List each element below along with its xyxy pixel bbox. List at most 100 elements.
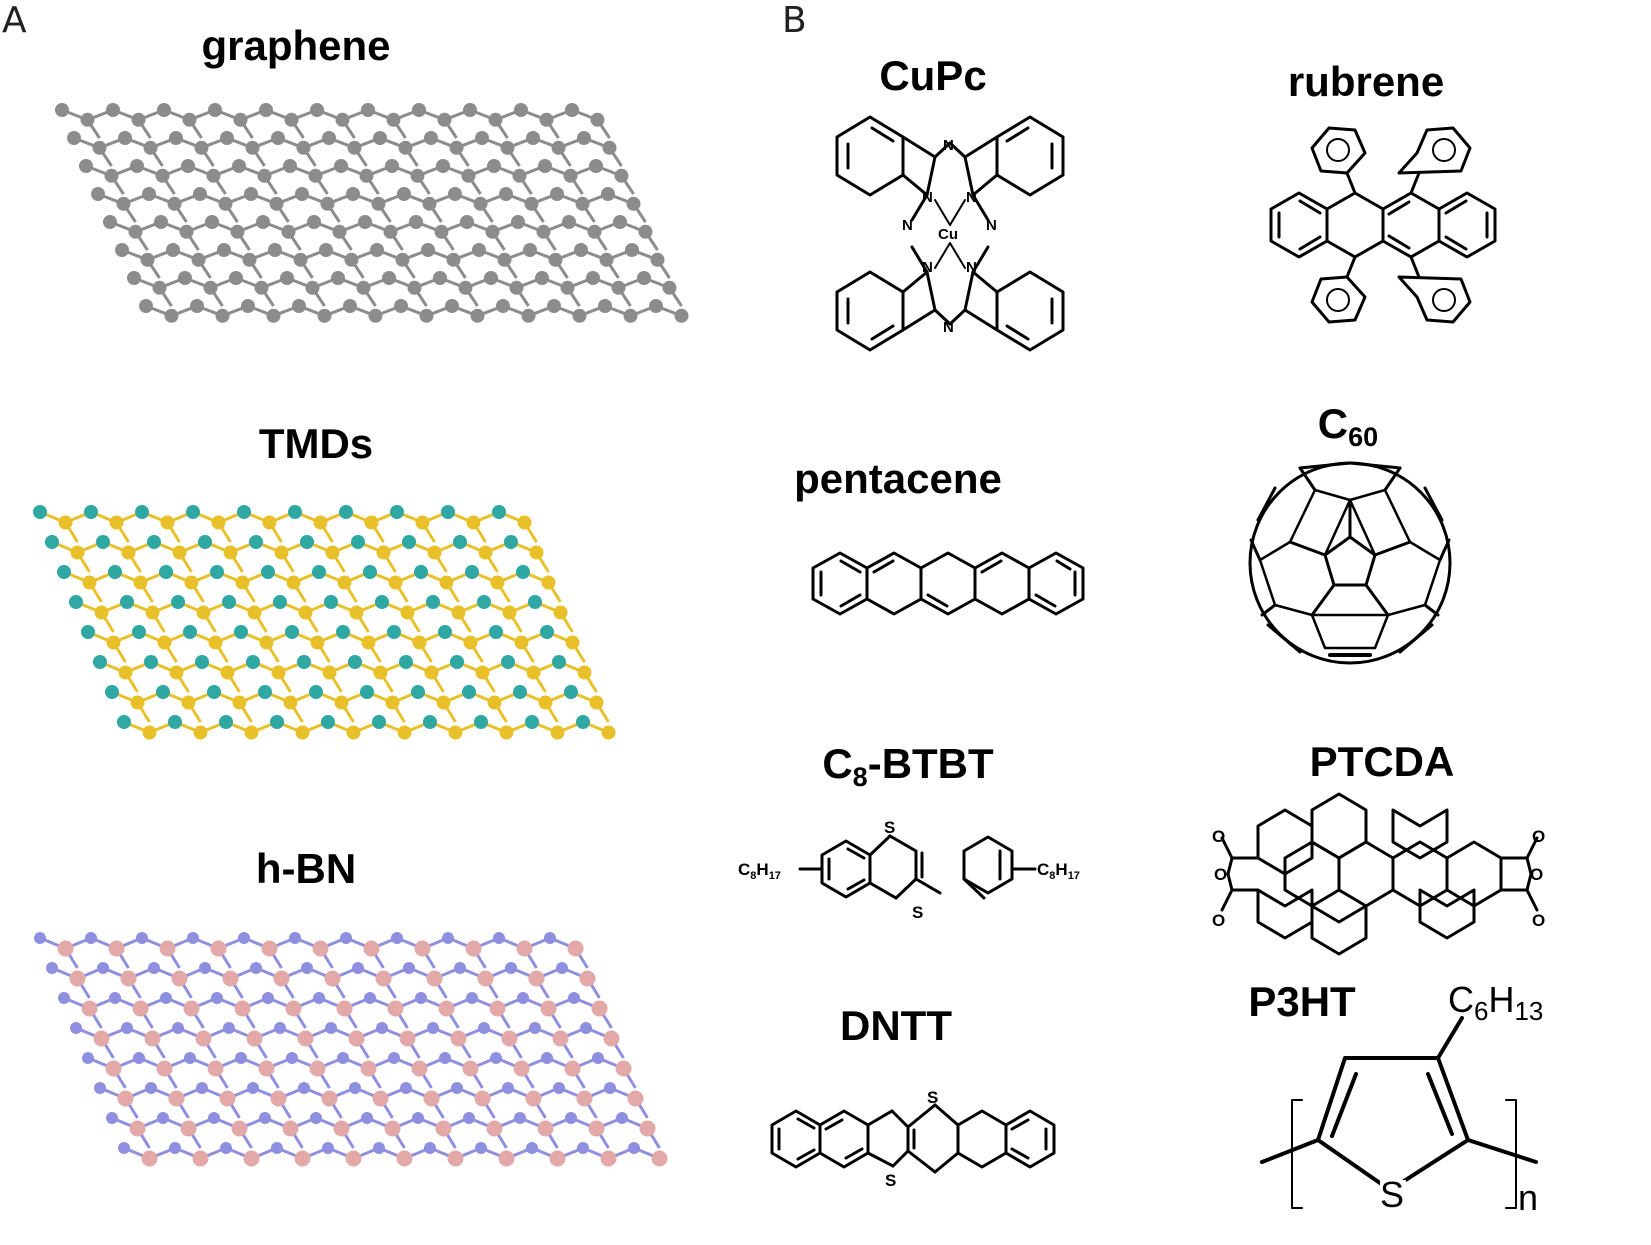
graphene-atom-a xyxy=(118,131,132,145)
graphene-atom-b xyxy=(116,196,131,211)
hbn-atom-a xyxy=(157,1112,169,1124)
hbn-atom-b xyxy=(333,1120,350,1137)
tmds-atom-b xyxy=(184,575,199,590)
tmds-atom-b xyxy=(466,515,481,530)
tmds-atom-b xyxy=(451,605,466,620)
graphene-atom-b xyxy=(305,280,320,295)
tmds-atom-a xyxy=(363,565,377,579)
graphene-atom-b xyxy=(152,280,167,295)
graphene-atom-a xyxy=(496,299,510,313)
c8btbt-left-substituent: C8H17 xyxy=(738,860,781,882)
hbn-atom-b xyxy=(651,1150,668,1167)
tmds-atom-a xyxy=(273,595,287,609)
hbn-atom-b xyxy=(243,1150,260,1167)
hbn-atom-a xyxy=(85,932,97,944)
graphene-atom-b xyxy=(143,140,158,155)
tmds-atom-a xyxy=(171,595,185,609)
p3ht-h-sub: 13 xyxy=(1514,996,1543,1026)
hbn-atom-a xyxy=(439,1052,451,1064)
graphene-atom-a xyxy=(625,243,639,257)
graphene-atom-b xyxy=(284,112,299,127)
hbn-atom-b xyxy=(375,970,392,987)
ptcda-o-l: O xyxy=(1214,865,1227,884)
tmds-atom-a xyxy=(288,505,302,519)
graphene-atom-b xyxy=(521,308,536,323)
hbn-atom-b xyxy=(387,1000,404,1017)
hbn-atom-a xyxy=(97,962,109,974)
hbn-atom-a xyxy=(322,1142,334,1154)
graphene-atom-b xyxy=(548,252,563,267)
hbn-atom-a xyxy=(502,1082,514,1094)
hbn-atom-b xyxy=(477,970,494,987)
graphene-atom-b xyxy=(674,308,689,323)
hbn-atom-b xyxy=(69,970,86,987)
hbn-atom-a xyxy=(271,1142,283,1154)
c8btbt-title-rest: -BTBT xyxy=(867,740,994,787)
graphene-atom-b xyxy=(638,224,653,239)
cupc-n-top: N xyxy=(943,137,954,154)
hbn-atom-a xyxy=(145,1082,157,1094)
hbn-atom-b xyxy=(372,1090,389,1107)
graphene-atom-a xyxy=(523,243,537,257)
graphene-atom-b xyxy=(485,224,500,239)
graphene-atom-b xyxy=(590,112,605,127)
hbn-atom-b xyxy=(183,1000,200,1017)
graphene-atom-a xyxy=(577,131,591,145)
ptcda-o-bl: O xyxy=(1212,911,1225,930)
graphene-atom-b xyxy=(347,140,362,155)
graphene-atom-a xyxy=(445,299,459,313)
graphene-atom-b xyxy=(437,112,452,127)
tmds-atom-b xyxy=(142,725,157,740)
hbn-atom-a xyxy=(313,992,325,1004)
graphene-atom-b xyxy=(242,252,257,267)
tmds-atom-b xyxy=(463,635,478,650)
tmds-atom-b xyxy=(349,605,364,620)
graphene-atom-a xyxy=(181,159,195,173)
hbn-atom-b xyxy=(294,1150,311,1167)
hbn-atom-b xyxy=(345,1150,362,1167)
graphene-atom-a xyxy=(67,131,81,145)
hbn-atom-b xyxy=(168,1090,185,1107)
graphene-atom-b xyxy=(104,168,119,183)
c8btbt-title: C8-BTBT xyxy=(822,740,993,793)
tmds-atom-a xyxy=(360,685,374,699)
c8btbt-s-top: S xyxy=(884,818,895,837)
tmds-atom-a xyxy=(492,505,506,519)
graphene-atom-a xyxy=(241,299,255,313)
hbn-atom-b xyxy=(297,1030,314,1047)
hbn-atom-a xyxy=(400,1082,412,1094)
graphene-atom-a xyxy=(394,299,408,313)
tmds-atom-b xyxy=(118,665,133,680)
hbn-atom-b xyxy=(498,1150,515,1167)
graphene-atom-a xyxy=(205,215,219,229)
hbn-atom-b xyxy=(231,1120,248,1137)
cupc-n-inner-tr: N xyxy=(966,189,977,206)
tmds-atom-a xyxy=(504,535,518,549)
graphene-atom-b xyxy=(368,308,383,323)
tmds-atom-a xyxy=(501,655,515,669)
p3ht-structure: S n C6H13 xyxy=(1260,979,1543,1218)
tmds-atom-a xyxy=(339,505,353,519)
tmds-atom-b xyxy=(94,605,109,620)
ptcda-o-tl: O xyxy=(1212,827,1225,846)
graphene-atom-b xyxy=(293,252,308,267)
graphene-atom-a xyxy=(472,243,486,257)
tmds-atom-b xyxy=(364,515,379,530)
p3ht-h: H xyxy=(1488,979,1514,1020)
tmds-atom-a xyxy=(207,685,221,699)
cupc-n-inner-tl: N xyxy=(922,189,933,206)
tmds-atom-b xyxy=(502,605,517,620)
tmds-atom-a xyxy=(528,595,542,609)
dntt-title: DNTT xyxy=(840,1002,952,1049)
graphene-atom-a xyxy=(346,187,360,201)
graphene-atom-a xyxy=(574,243,588,257)
hbn-atom-a xyxy=(109,992,121,1004)
cupc-n-inner-bl: N xyxy=(922,259,933,276)
graphene-atom-b xyxy=(626,196,641,211)
graphene-atom-a xyxy=(460,215,474,229)
cupc-n-bottom: N xyxy=(943,319,954,336)
graphene-atom-a xyxy=(232,159,246,173)
graphene-atom-b xyxy=(395,252,410,267)
tmds-atom-b xyxy=(169,665,184,680)
